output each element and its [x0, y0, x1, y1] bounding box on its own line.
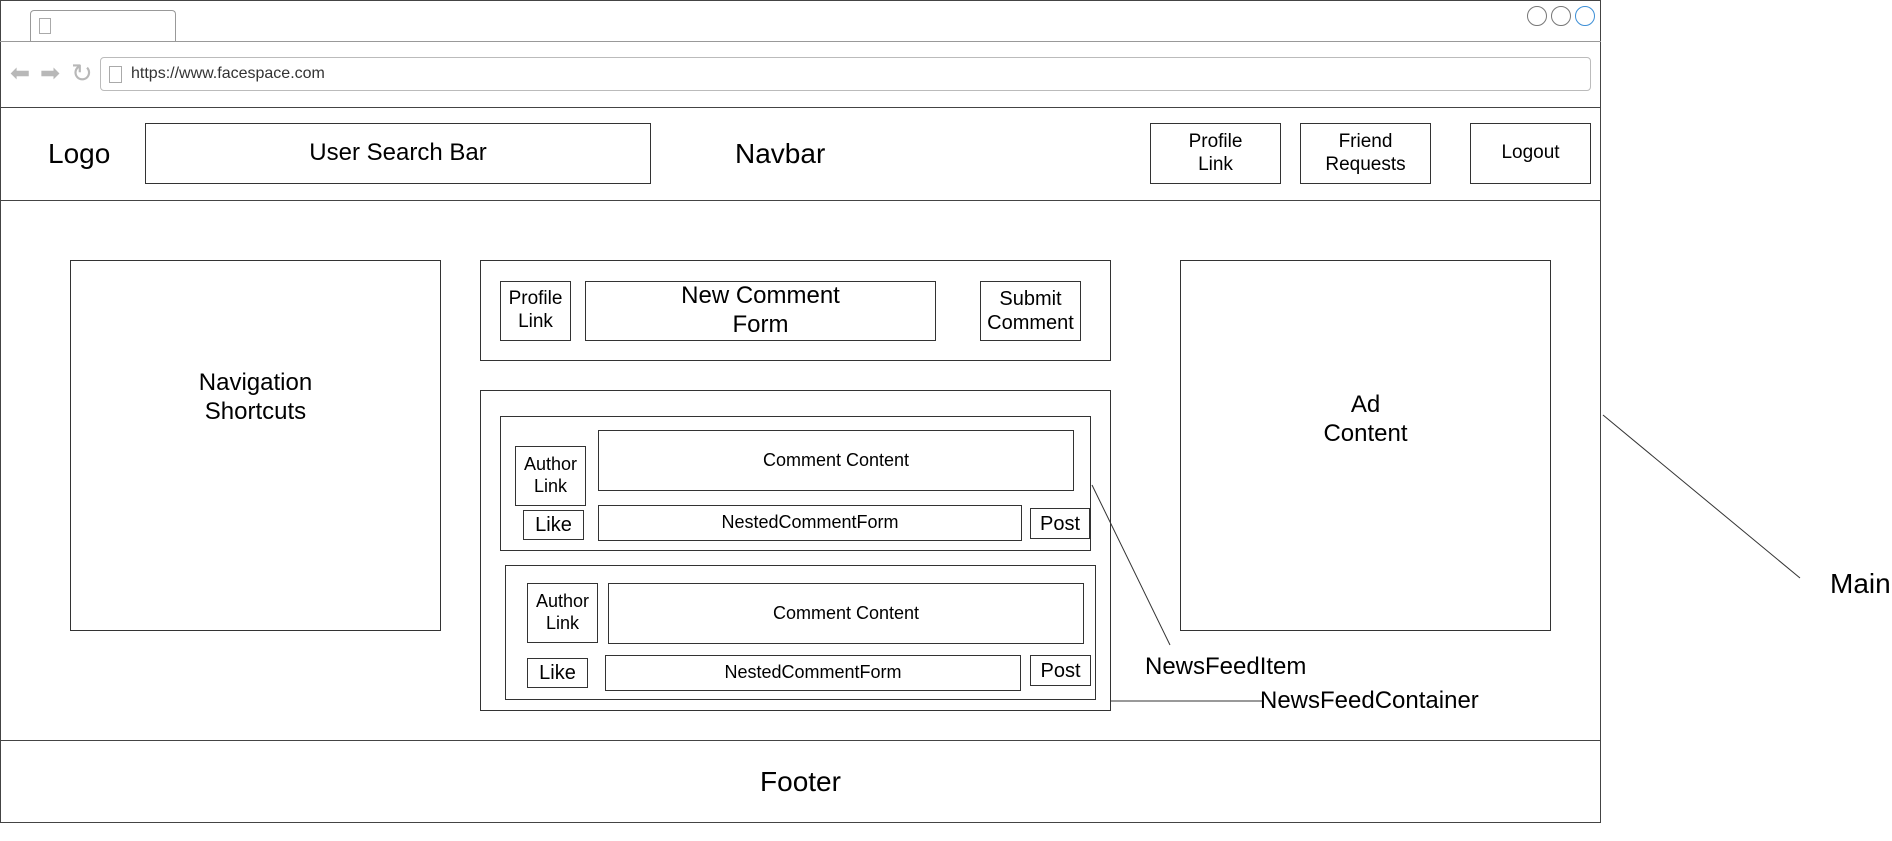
reload-icon[interactable]: ↻	[71, 58, 93, 88]
like-button[interactable]: Like	[527, 658, 588, 688]
friend-requests-link[interactable]: Friend Requests	[1300, 123, 1431, 184]
forward-arrow-icon[interactable]: ➡	[40, 60, 61, 87]
tab-strip-divider	[0, 41, 1601, 42]
nested-comment-form[interactable]: NestedCommentForm	[598, 505, 1022, 541]
post-button[interactable]: Post	[1030, 655, 1091, 686]
like-button[interactable]: Like	[523, 510, 584, 540]
logo[interactable]: Logo	[48, 138, 111, 169]
news-feed-item	[500, 416, 1091, 551]
url-text: https://www.facespace.com	[131, 65, 325, 82]
navigation-shortcuts[interactable]: Navigation Shortcuts	[70, 260, 441, 631]
main-connector-line	[1602, 414, 1801, 579]
news-feed-container-annotation: NewsFeedContainer	[1260, 687, 1479, 714]
window-control-2[interactable]	[1551, 6, 1571, 26]
user-search-bar[interactable]: User Search Bar	[145, 123, 651, 184]
navbar-title: Navbar	[735, 138, 826, 169]
news-feed-item-annotation: NewsFeedItem	[1145, 653, 1307, 680]
address-bar[interactable]: https://www.facespace.com	[100, 57, 1591, 91]
comment-content: Comment Content	[608, 583, 1084, 644]
post-button[interactable]: Post	[1030, 508, 1090, 539]
navbar	[0, 107, 1601, 201]
window-control-3[interactable]	[1575, 6, 1595, 26]
main-annotation: Main	[1830, 568, 1891, 599]
new-comment-profile-link[interactable]: Profile Link	[500, 281, 571, 341]
new-comment-container	[480, 260, 1111, 361]
tab-page-icon	[39, 18, 51, 34]
author-link[interactable]: Author Link	[527, 583, 598, 643]
navbar-profile-link[interactable]: Profile Link	[1150, 123, 1281, 184]
page-icon	[109, 66, 122, 83]
browser-tab[interactable]	[30, 10, 176, 42]
author-link[interactable]: Author Link	[515, 446, 586, 506]
submit-comment-button[interactable]: Submit Comment	[980, 281, 1081, 341]
new-comment-form[interactable]: New Comment Form	[585, 281, 936, 341]
nested-comment-form[interactable]: NestedCommentForm	[605, 655, 1021, 691]
back-arrow-icon[interactable]: ⬅	[10, 60, 31, 87]
footer: Footer	[0, 740, 1601, 823]
logout-button[interactable]: Logout	[1470, 123, 1591, 184]
window-control-1[interactable]	[1527, 6, 1547, 26]
ad-content[interactable]: Ad Content	[1180, 260, 1551, 631]
comment-content: Comment Content	[598, 430, 1074, 491]
